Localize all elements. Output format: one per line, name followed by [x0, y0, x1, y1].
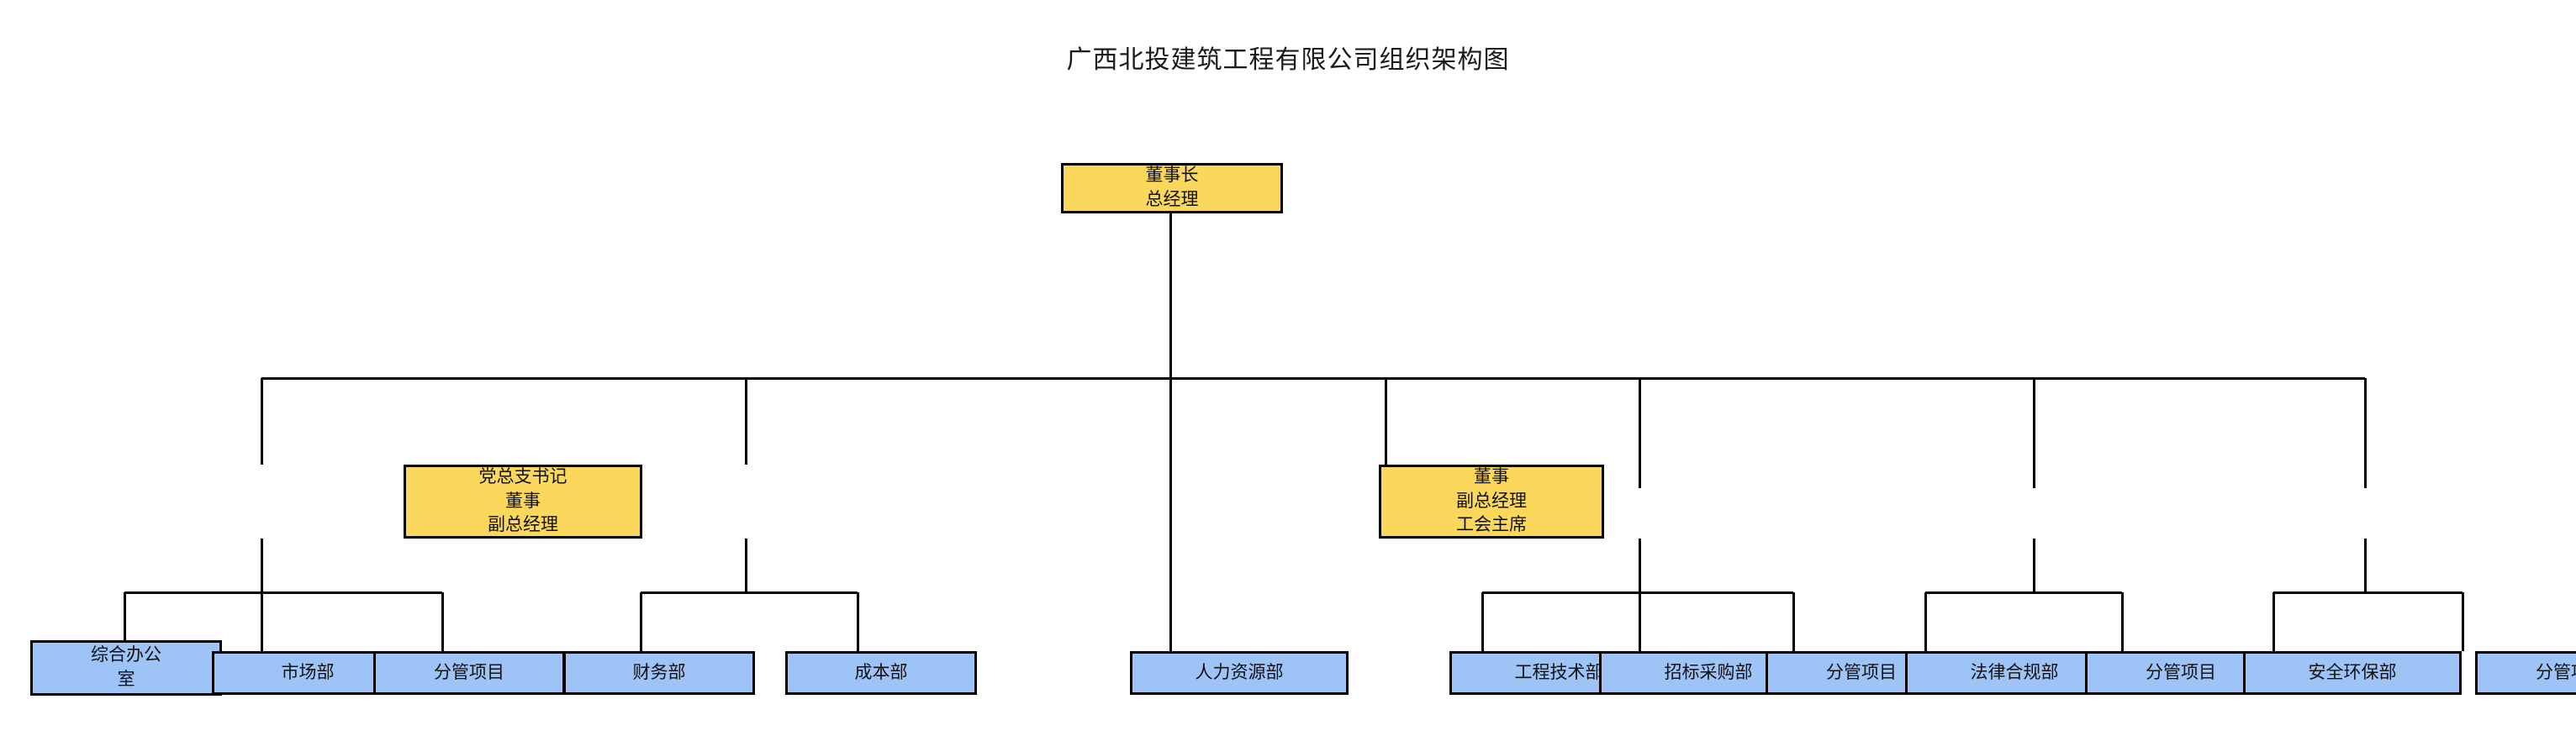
connector-subgroup-drop-4-2: [2121, 592, 2124, 651]
org-node-l3-12[interactable]: 安全环保部: [2243, 651, 2462, 695]
connector-subgroup-bus-4: [1925, 591, 2122, 594]
org-node-l2-2[interactable]: 董事副总经理工会主席: [1379, 465, 1604, 539]
node-label-line: 分管项目: [2146, 662, 2216, 682]
node-label-line: 分管项目: [2536, 662, 2576, 682]
connector-subgroup-bus-2: [641, 591, 858, 594]
connector-subgroup-drop-3-1: [1481, 592, 1484, 651]
connector-subgroup-drop-2-1: [640, 592, 642, 651]
org-node-l3-6[interactable]: 人力资源部: [1130, 651, 1349, 695]
node-label-line: 招标采购部: [1664, 662, 1753, 682]
connector-drop-l2-2: [745, 378, 747, 465]
connector-drop-l2-4: [1639, 378, 1641, 488]
node-label-line: 分管项目: [434, 662, 504, 682]
connector-subgroup-drop-3-3: [1792, 592, 1795, 651]
org-node-l3-2[interactable]: 市场部: [212, 651, 404, 695]
connector-center-trunk: [1169, 378, 1172, 651]
org-node-l2-1[interactable]: 党总支书记董事副总经理: [404, 465, 642, 539]
connector-subgroup-bus-1: [124, 591, 442, 594]
connector-drop-l2-1: [261, 378, 263, 465]
page-title: 广西北投建筑工程有限公司组织架构图: [1066, 46, 1510, 74]
node-label-line: 董事: [1474, 466, 1509, 486]
connector-subgroup-drop-1-3: [441, 592, 444, 651]
connector-drop-l2-5: [2033, 378, 2035, 488]
node-label-line: 人力资源部: [1195, 662, 1284, 682]
connector-drop-l2-3: [1385, 378, 1387, 488]
connector-subgroup-drop-2-2: [857, 592, 859, 651]
node-label-line: 工程技术部: [1514, 662, 1603, 682]
node-label-line: 副总经理: [488, 515, 558, 535]
connector-main-bus: [261, 377, 2365, 380]
node-label-line: 法律合规部: [1970, 662, 2059, 682]
connector-root-stem: [1169, 213, 1172, 378]
node-label-line: 工会主席: [1456, 515, 1527, 535]
connector-subgroup-stem-2: [745, 539, 747, 592]
connector-subgroup-bus-3: [1482, 591, 1793, 594]
org-node-l3-4[interactable]: 财务部: [563, 651, 755, 695]
node-label-line: 市场部: [281, 662, 335, 682]
org-node-l3-1[interactable]: 综合办公室: [30, 640, 222, 696]
node-label-line: 董事长: [1145, 166, 1199, 186]
node-label-line: 成本部: [854, 662, 908, 682]
connector-subgroup-stem-3: [1639, 539, 1641, 592]
org-node-l3-5[interactable]: 成本部: [785, 651, 977, 695]
org-node-root[interactable]: 董事长总经理: [1061, 163, 1283, 213]
connector-subgroup-stem-1: [261, 539, 263, 592]
node-label-line: 董事: [505, 491, 541, 511]
connector-subgroup-drop-5-1: [2272, 592, 2275, 651]
node-label-line: 党总支书记: [478, 466, 567, 486]
node-label-line: 安全环保部: [2308, 662, 2397, 682]
connector-subgroup-stem-5: [2364, 539, 2367, 592]
node-label-line: 综合办公: [91, 645, 161, 665]
node-label-line: 副总经理: [1456, 491, 1527, 511]
node-label-line: 总经理: [1145, 190, 1199, 209]
connector-subgroup-drop-3-2: [1639, 592, 1641, 651]
connector-drop-l2-6: [2364, 378, 2367, 488]
org-node-l3-3[interactable]: 分管项目: [373, 651, 565, 695]
connector-subgroup-drop-1-2: [261, 592, 263, 651]
connector-subgroup-drop-1-1: [124, 592, 126, 651]
connector-subgroup-drop-5-2: [2462, 592, 2464, 651]
node-label-line: 室: [117, 670, 135, 689]
connector-subgroup-bus-5: [2273, 591, 2463, 594]
node-label-line: 财务部: [632, 662, 686, 682]
node-label-line: 分管项目: [1826, 662, 1897, 682]
org-node-l3-13[interactable]: 分管项目: [2475, 651, 2576, 695]
connector-subgroup-drop-4-1: [1924, 592, 1927, 651]
connector-subgroup-stem-4: [2033, 539, 2035, 592]
